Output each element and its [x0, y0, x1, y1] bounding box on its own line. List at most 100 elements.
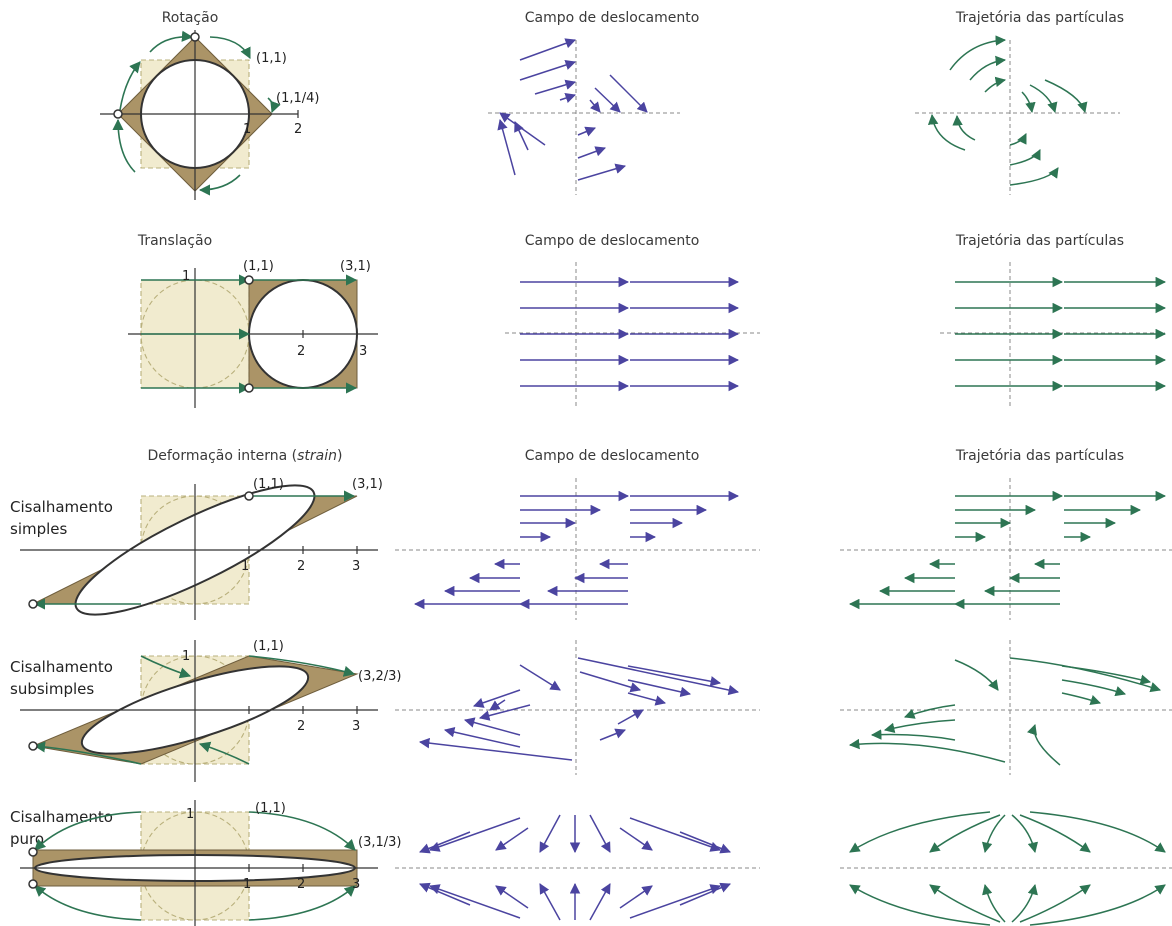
particle-point — [28, 599, 38, 609]
vector-arrow — [534, 79, 577, 95]
rotation-field — [488, 38, 680, 195]
point-label: (3,1) — [340, 259, 371, 274]
vector-arrow — [589, 814, 611, 853]
point-label: (3,1) — [352, 477, 383, 492]
vector-arrow — [577, 146, 606, 159]
trajectory-arrow — [949, 35, 1007, 71]
trajectory-arrow — [849, 811, 991, 853]
trajectory-arrow — [927, 113, 966, 151]
tick-label: 3 — [352, 877, 360, 892]
vector-arrow — [627, 692, 667, 706]
vector-arrow — [495, 885, 529, 909]
vector-arrow — [495, 827, 529, 851]
tick-label: 1 — [182, 269, 190, 284]
particle-point — [28, 879, 38, 889]
vector-arrow — [627, 679, 692, 698]
trajectory-arrow — [849, 884, 991, 926]
point-label: (3,1/3) — [358, 835, 401, 850]
vector-arrow — [429, 817, 521, 852]
vector-arrow — [499, 112, 546, 146]
trajectory-arrow — [1061, 665, 1152, 685]
trajectory-arrow — [883, 719, 956, 734]
translation-panel: (1,1) (3,1) 1 2 3 — [128, 259, 378, 408]
vector-arrow — [619, 885, 653, 909]
tick-label: 1 — [243, 877, 251, 892]
vector-arrow — [419, 831, 471, 854]
point-label: (1,1) — [253, 639, 284, 654]
vector-arrow — [473, 689, 521, 708]
trajectory-arrow — [984, 76, 1007, 93]
trajectory-arrow — [1061, 679, 1127, 697]
vector-arrow — [519, 664, 561, 691]
trajectory-arrow — [1009, 167, 1059, 186]
strain-title: Deformação interna (strain) — [147, 448, 342, 464]
tick-label: 1 — [241, 559, 249, 574]
trajectory-arrow — [982, 883, 1006, 923]
row-label: Cisalhamento — [10, 808, 113, 826]
trajectory-arrow — [952, 114, 976, 141]
rotation-title: Rotação — [162, 10, 219, 26]
vector-arrow — [418, 737, 573, 761]
particle-point — [28, 741, 38, 751]
vector-arrow — [577, 126, 596, 137]
rotation-panel: (1,1) (1,1/4) 1 2 — [100, 30, 319, 200]
trajectory-arrow — [954, 659, 999, 691]
trajectory-arrow — [870, 729, 956, 741]
point-label: (1,1) — [255, 801, 286, 816]
tick-label: 1 — [182, 649, 190, 664]
particle-point — [190, 32, 200, 42]
tick-label: 3 — [352, 719, 360, 734]
tick-label: 2 — [297, 877, 305, 892]
subsimple-shear-trajectory — [840, 640, 1172, 775]
translation-trajectory — [940, 262, 1167, 408]
translation-title: Translação — [137, 233, 212, 249]
trajectory-arrow — [1019, 884, 1091, 923]
vector-arrow — [559, 93, 576, 103]
trajectory-arrow — [929, 814, 1001, 853]
vector-arrow — [514, 121, 529, 151]
rotation-trajectory-title: Trajetória das partículas — [955, 10, 1124, 26]
row-label: simples — [10, 520, 68, 538]
trajectory-arrow — [1009, 149, 1041, 166]
trajectory-arrow — [1029, 811, 1166, 853]
trajectory-arrow — [1011, 883, 1038, 923]
vector-arrow — [679, 831, 731, 854]
trajectory-arrow — [1029, 84, 1058, 114]
simple-shear-trajectory — [840, 478, 1172, 620]
trajectory-arrow — [904, 704, 956, 719]
row-label: subsimples — [10, 680, 94, 698]
trajectory-arrow — [1061, 692, 1101, 705]
rotation-trajectory — [915, 35, 1120, 195]
vector-arrow — [594, 87, 621, 113]
trajectory-arrow — [981, 814, 1006, 854]
vector-arrow — [627, 665, 722, 687]
vector-arrow — [577, 163, 627, 181]
vector-arrow — [589, 99, 601, 113]
trajectory-arrow — [848, 738, 1006, 763]
trajectory-arrow — [1021, 91, 1036, 114]
particle-point — [244, 275, 254, 285]
vector-arrow — [619, 827, 653, 851]
translation-field — [505, 262, 760, 408]
row-label: Cisalhamento — [10, 498, 113, 516]
vector-arrow — [443, 726, 521, 748]
vector-arrow — [609, 74, 648, 113]
tick-label: 3 — [359, 344, 367, 359]
simple-shear-field — [395, 478, 760, 620]
trajectory-arrow — [1009, 657, 1162, 693]
strain-trajectory-title: Trajetória das partículas — [955, 448, 1124, 464]
vector-arrow — [589, 883, 611, 921]
row-label: Cisalhamento — [10, 658, 113, 676]
tick-label: 3 — [352, 559, 360, 574]
pure-shear-field — [395, 814, 760, 921]
particle-point — [244, 491, 254, 501]
tick-label: 2 — [297, 344, 305, 359]
trajectory-arrow — [1019, 814, 1091, 853]
vector-arrow — [463, 717, 521, 736]
trajectory-arrow — [1029, 884, 1166, 926]
trajectory-arrow — [1044, 79, 1088, 114]
particle-point — [28, 847, 38, 857]
trajectory-arrow — [1027, 724, 1061, 766]
vector-arrow — [599, 728, 626, 741]
